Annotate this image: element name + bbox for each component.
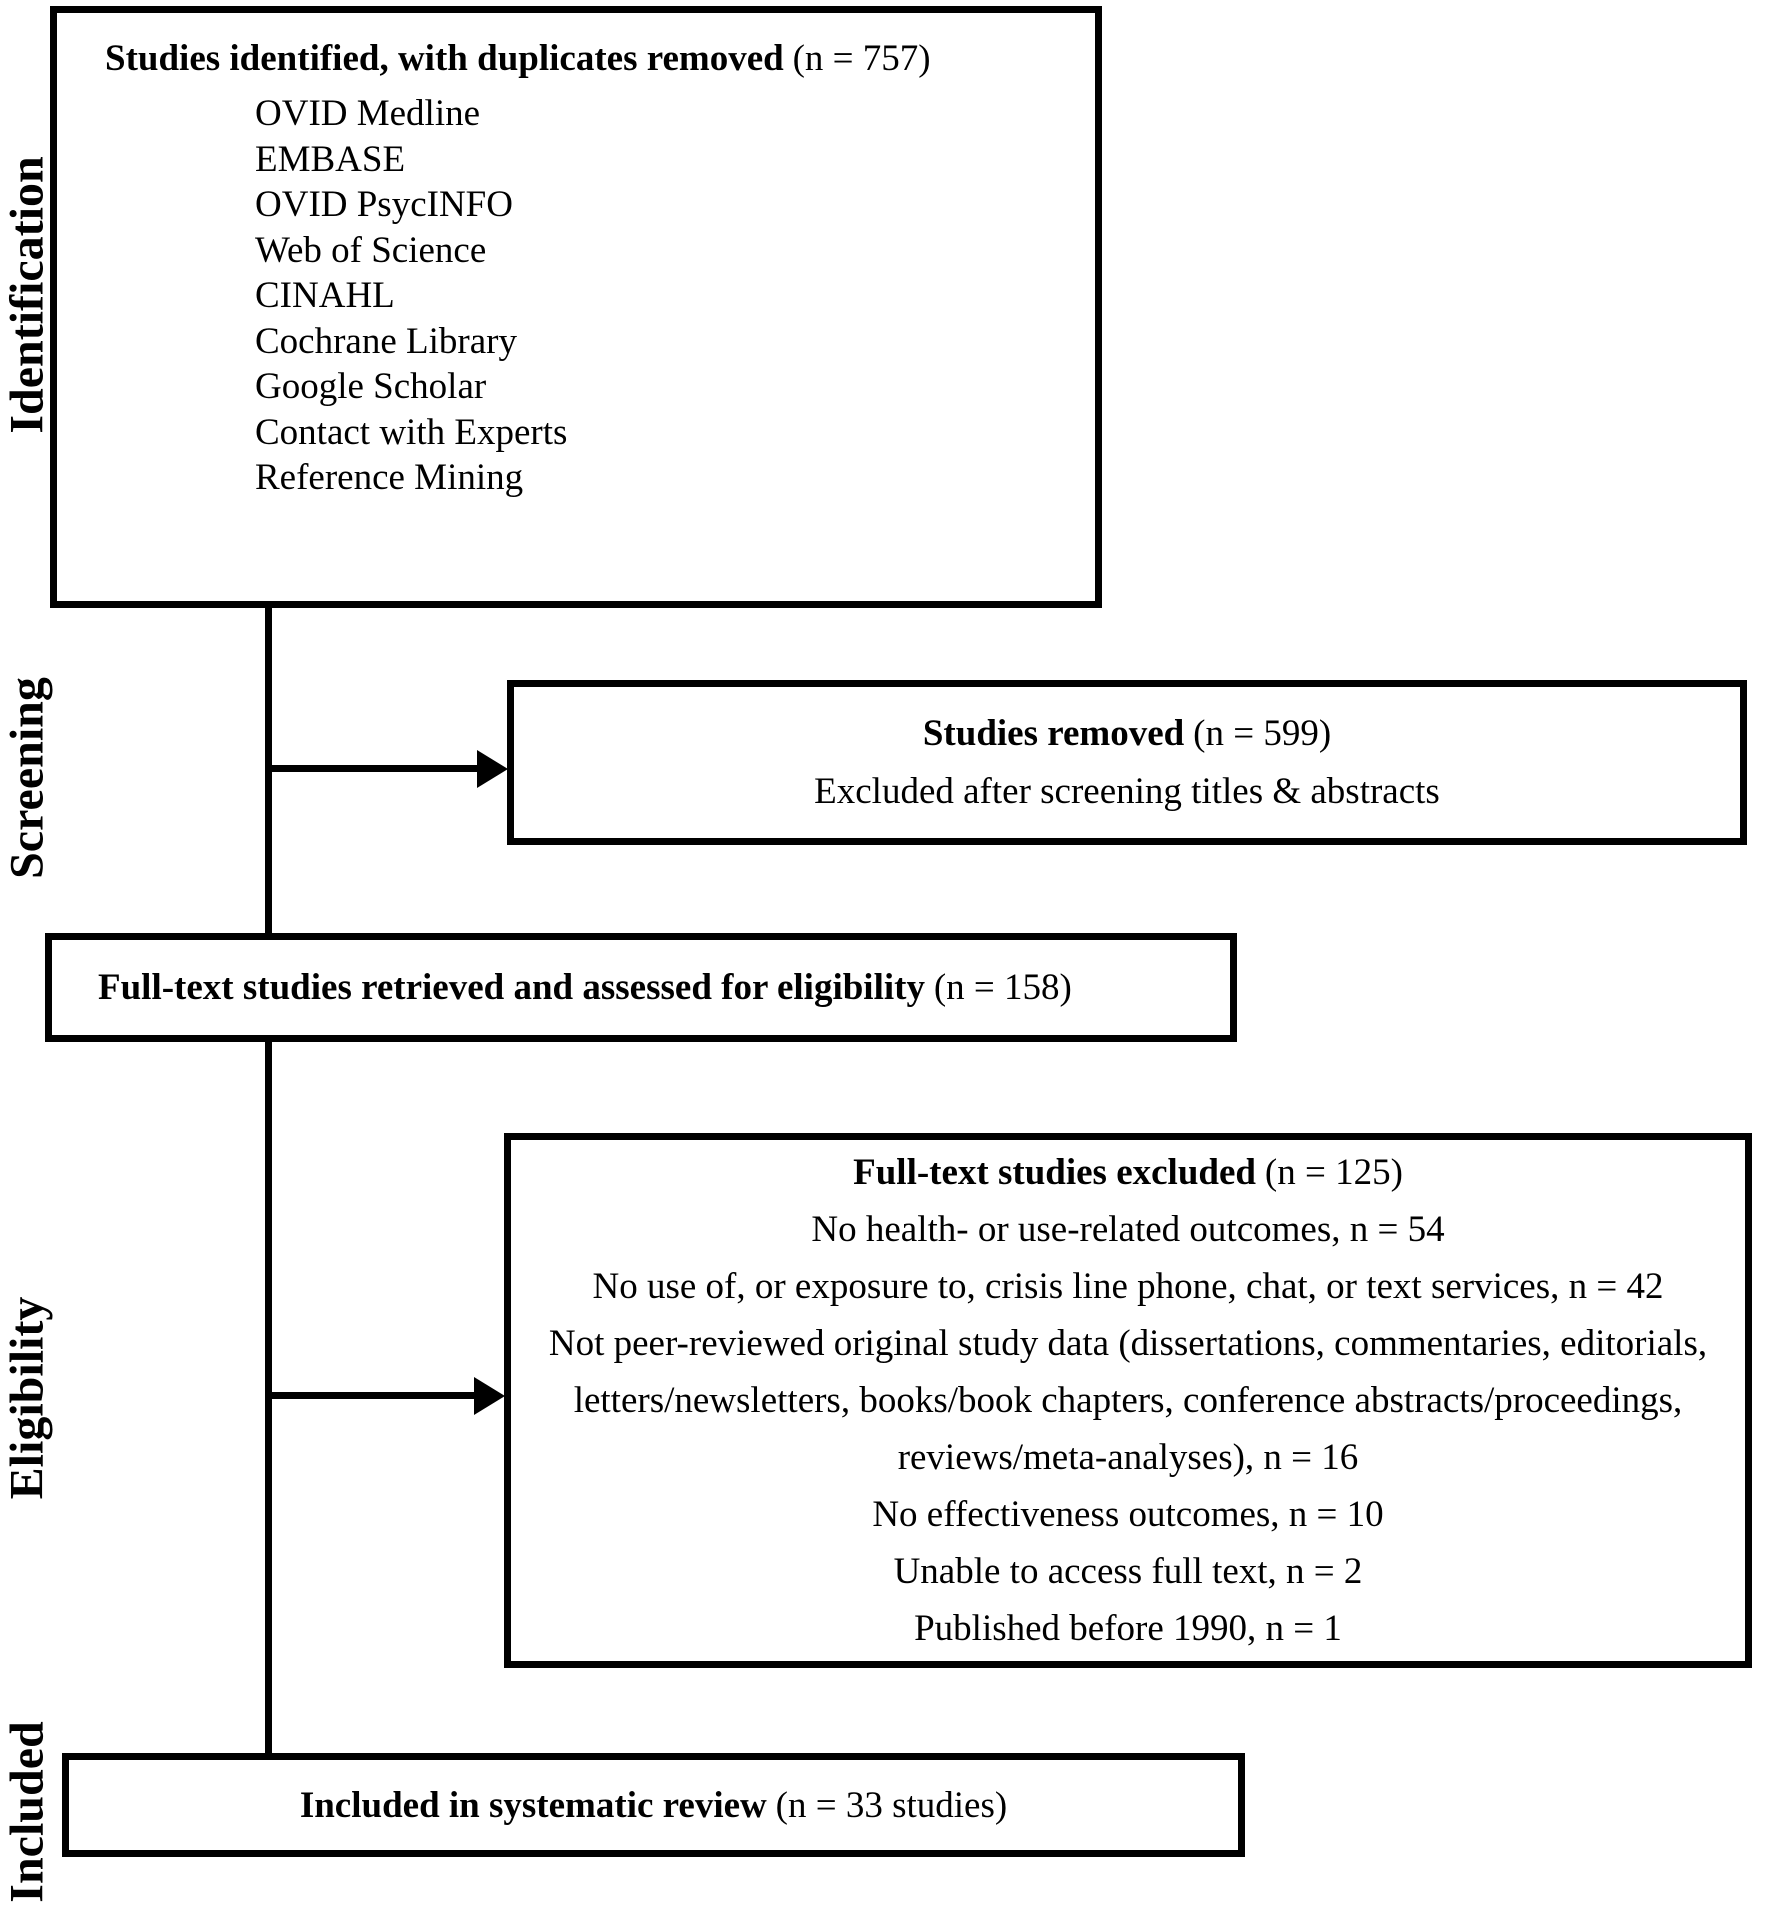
box-fulltext-excluded: Full-text studies excluded(n = 125) No h… <box>504 1133 1752 1668</box>
box-included-in-review: Included in systematic review(n = 33 stu… <box>62 1753 1245 1857</box>
box-count: (n = 125) <box>1264 1152 1403 1193</box>
database-source-item: OVID Medline <box>255 93 481 134</box>
box-title-line: Included in systematic review(n = 33 stu… <box>300 1784 1007 1827</box>
box-title-line: Studies identified, with duplicates remo… <box>105 33 1079 85</box>
connector-fulltext-to-included <box>265 1039 272 1756</box>
source-list: OVID Medline EMBASE OVID PsycINFO Web of… <box>255 91 1079 501</box>
exclusion-reason-item: No health- or use-related outcomes, n = … <box>811 1209 1445 1250</box>
connector-identified-to-fulltext <box>265 605 272 936</box>
database-source-item: Google Scholar <box>255 366 487 407</box>
box-title-line: Full-text studies excluded(n = 125) <box>539 1144 1717 1201</box>
stage-label-eligibility: Eligibility <box>0 1296 54 1500</box>
database-source-item: CINAHL <box>255 275 395 316</box>
database-source-item: Cochrane Library <box>255 320 517 362</box>
arrow-line-to-removed <box>269 765 479 772</box>
box-title: Studies identified, with duplicates remo… <box>105 38 784 79</box>
stage-label-screening: Screening <box>0 677 54 879</box>
database-source-item: Contact with Experts <box>255 411 568 453</box>
box-fulltext-assessed: Full-text studies retrieved and assessed… <box>45 933 1237 1042</box>
box-detail: Excluded after screening titles & abstra… <box>814 770 1440 812</box>
exclusion-reason-item: No effectiveness outcomes, n = 10 <box>872 1494 1384 1535</box>
box-count: (n = 158) <box>933 967 1072 1008</box>
box-title-line: Full-text studies retrieved and assessed… <box>98 966 1072 1009</box>
database-source-item: EMBASE <box>255 138 406 180</box>
exclusion-reason-item: Unable to access full text, n = 2 <box>893 1551 1363 1592</box>
exclusion-reason-item: Not peer-reviewed original study data (d… <box>548 1323 1708 1478</box>
arrowhead-excluded-icon <box>474 1377 505 1415</box>
arrowhead-removed-icon <box>477 750 508 788</box>
stage-label-identification: Identification <box>0 156 54 434</box>
box-studies-identified: Studies identified, with duplicates remo… <box>50 6 1102 608</box>
box-title: Studies removed <box>922 712 1185 754</box>
stage-label-included: Included <box>0 1721 54 1903</box>
database-source-item: Web of Science <box>255 229 487 271</box>
box-studies-removed: Studies removed(n = 599) Excluded after … <box>507 680 1747 845</box>
box-title: Full-text studies retrieved and assessed… <box>98 967 925 1008</box>
database-source-item: OVID PsycINFO <box>255 184 513 225</box>
box-count: (n = 599) <box>1193 712 1332 754</box>
database-source-item: Reference Mining <box>255 457 524 498</box>
box-count: (n = 33 studies) <box>775 1784 1008 1826</box>
arrow-line-to-excluded <box>269 1392 476 1399</box>
exclusion-reason-item: Published before 1990, n = 1 <box>914 1608 1342 1649</box>
exclusion-reason-item: No use of, or exposure to, crisis line p… <box>592 1266 1664 1307</box>
box-count: (n = 757) <box>792 38 931 79</box>
box-title: Included in systematic review <box>299 1784 767 1826</box>
box-title-line: Studies removed(n = 599) <box>514 705 1740 763</box>
box-title: Full-text studies excluded <box>853 1152 1256 1193</box>
